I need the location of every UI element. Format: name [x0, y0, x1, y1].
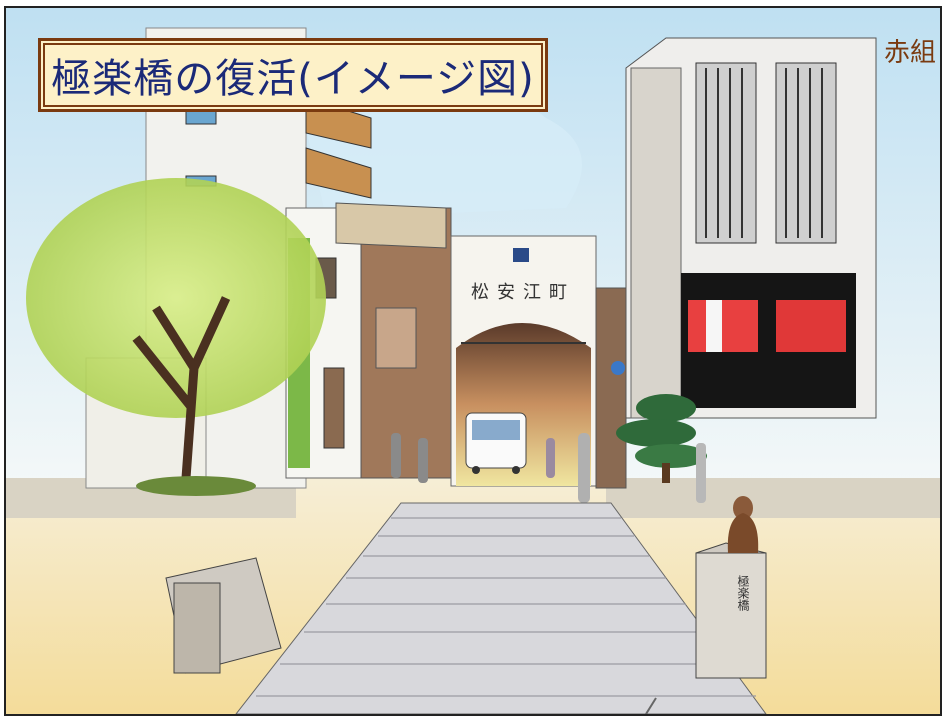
arcade-gate: 松安江町 [450, 235, 627, 489]
street-illustration: 松安江町 [6, 8, 940, 714]
pine-shrub [616, 394, 707, 483]
gate-sign: 松安江町 [471, 282, 575, 303]
buddha-statue [727, 496, 759, 553]
right-building [625, 37, 877, 419]
title-banner: 極楽橋の復活(イメージ図) [38, 38, 548, 112]
bridge-pillar-left [165, 557, 282, 674]
page-title: 極楽橋の復活(イメージ図) [51, 56, 535, 102]
illustration-frame: 松安江町 [4, 6, 942, 716]
bridge-pillar-right: 極楽橋 [695, 542, 767, 679]
pillar-inscription: 極楽橋 [736, 574, 750, 612]
stone-bridge-path [235, 502, 767, 714]
group-label: 赤組 [883, 38, 936, 68]
pedestrians [391, 433, 706, 503]
cherry-tree [26, 178, 326, 496]
